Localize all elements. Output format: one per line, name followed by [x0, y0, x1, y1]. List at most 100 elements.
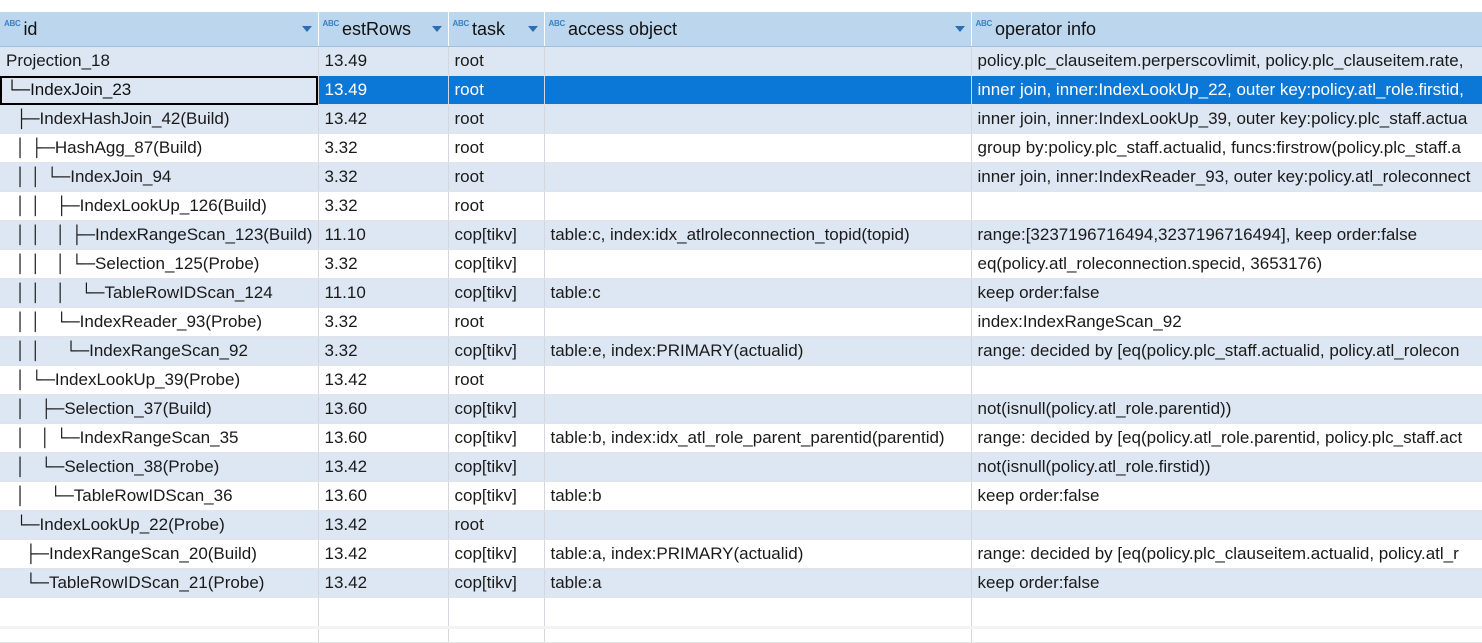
- cell-estrows[interactable]: 13.42: [318, 510, 449, 540]
- cell-estrows[interactable]: 3.32: [318, 162, 449, 192]
- cell-access-object[interactable]: [544, 133, 972, 163]
- cell-access-object[interactable]: table:c: [544, 278, 972, 308]
- cell-access-object[interactable]: [544, 162, 972, 192]
- cell-access-object[interactable]: table:c, index:idx_atlroleconnection_top…: [544, 220, 972, 250]
- cell-operator-info[interactable]: [971, 510, 1482, 540]
- cell-estrows[interactable]: 11.10: [318, 278, 449, 308]
- cell-task[interactable]: cop[tikv]: [448, 539, 545, 569]
- cell-id[interactable]: │ │ └─IndexRangeScan_35: [0, 423, 319, 453]
- cell-operator-info[interactable]: index:IndexRangeScan_92: [971, 307, 1482, 337]
- cell-estrows[interactable]: 13.49: [318, 46, 449, 76]
- cell-id[interactable]: │ ├─HashAgg_87(Build): [0, 133, 319, 163]
- cell-access-object[interactable]: [544, 307, 972, 337]
- cell-access-object[interactable]: table:a: [544, 568, 972, 598]
- cell-task[interactable]: cop[tikv]: [448, 278, 545, 308]
- cell-estrows[interactable]: 3.32: [318, 307, 449, 337]
- cell-estrows[interactable]: 11.10: [318, 220, 449, 250]
- cell-access-object[interactable]: [544, 510, 972, 540]
- cell-task[interactable]: root: [448, 133, 545, 163]
- cell-access-object[interactable]: table:e, index:PRIMARY(actualid): [544, 336, 972, 366]
- cell-id[interactable]: └─IndexJoin_23: [0, 75, 319, 105]
- cell-operator-info[interactable]: inner join, inner:IndexLookUp_39, outer …: [971, 104, 1482, 134]
- cell-estrows[interactable]: 13.42: [318, 539, 449, 569]
- cell-operator-info[interactable]: [971, 191, 1482, 221]
- cell-estrows[interactable]: 13.60: [318, 481, 449, 511]
- cell-operator-info[interactable]: keep order:false: [971, 278, 1482, 308]
- cell-task[interactable]: cop[tikv]: [448, 481, 545, 511]
- cell-task[interactable]: root: [448, 162, 545, 192]
- cell-operator-info[interactable]: policy.plc_clauseitem.perperscovlimit, p…: [971, 46, 1482, 76]
- cell-id[interactable]: │ └─TableRowIDScan_36: [0, 481, 319, 511]
- cell-task[interactable]: root: [448, 46, 545, 76]
- cell-task[interactable]: cop[tikv]: [448, 394, 545, 424]
- cell-access-object[interactable]: [544, 75, 972, 105]
- cell-access-object[interactable]: table:a, index:PRIMARY(actualid): [544, 539, 972, 569]
- cell-task[interactable]: cop[tikv]: [448, 249, 545, 279]
- cell-operator-info[interactable]: not(isnull(policy.atl_role.parentid)): [971, 394, 1482, 424]
- cell-task[interactable]: root: [448, 191, 545, 221]
- cell-task[interactable]: cop[tikv]: [448, 220, 545, 250]
- cell-id[interactable]: └─TableRowIDScan_21(Probe): [0, 568, 319, 598]
- cell-operator-info[interactable]: not(isnull(policy.atl_role.firstid)): [971, 452, 1482, 482]
- cell-id[interactable]: │ └─Selection_38(Probe): [0, 452, 319, 482]
- cell-operator-info[interactable]: eq(policy.atl_roleconnection.specid, 365…: [971, 249, 1482, 279]
- column-header-task[interactable]: ABC task: [448, 12, 545, 47]
- cell-operator-info[interactable]: group by:policy.plc_staff.actualid, func…: [971, 133, 1482, 163]
- cell-operator-info[interactable]: [971, 365, 1482, 395]
- cell-id[interactable]: │ │ └─IndexReader_93(Probe): [0, 307, 319, 337]
- cell-task[interactable]: cop[tikv]: [448, 336, 545, 366]
- cell-access-object[interactable]: table:b, index:idx_atl_role_parent_paren…: [544, 423, 972, 453]
- cell-estrows[interactable]: 13.42: [318, 452, 449, 482]
- cell-access-object[interactable]: [544, 104, 972, 134]
- cell-access-object[interactable]: [544, 46, 972, 76]
- cell-access-object[interactable]: [544, 191, 972, 221]
- cell-id[interactable]: │ └─IndexLookUp_39(Probe): [0, 365, 319, 395]
- cell-estrows[interactable]: 13.49: [318, 75, 449, 105]
- cell-task[interactable]: cop[tikv]: [448, 452, 545, 482]
- dropdown-arrow-icon[interactable]: [954, 26, 965, 32]
- cell-operator-info[interactable]: range:[3237196716494,3237196716494], kee…: [971, 220, 1482, 250]
- cell-operator-info[interactable]: keep order:false: [971, 481, 1482, 511]
- cell-operator-info[interactable]: range: decided by [eq(policy.atl_role.pa…: [971, 423, 1482, 453]
- cell-id[interactable]: │ │ │ ├─IndexRangeScan_123(Build): [0, 220, 319, 250]
- cell-access-object[interactable]: [544, 249, 972, 279]
- column-header-estrows[interactable]: ABC estRows: [318, 12, 449, 47]
- dropdown-arrow-icon[interactable]: [527, 26, 538, 32]
- cell-access-object[interactable]: [544, 394, 972, 424]
- dropdown-arrow-icon[interactable]: [431, 26, 442, 32]
- cell-access-object[interactable]: [544, 365, 972, 395]
- cell-estrows[interactable]: 13.42: [318, 568, 449, 598]
- cell-id[interactable]: │ ├─Selection_37(Build): [0, 394, 319, 424]
- cell-id[interactable]: ├─IndexRangeScan_20(Build): [0, 539, 319, 569]
- cell-id[interactable]: │ │ │ └─TableRowIDScan_124: [0, 278, 319, 308]
- cell-task[interactable]: root: [448, 510, 545, 540]
- cell-task[interactable]: cop[tikv]: [448, 423, 545, 453]
- cell-operator-info[interactable]: range: decided by [eq(policy.plc_clausei…: [971, 539, 1482, 569]
- cell-operator-info[interactable]: inner join, inner:IndexLookUp_22, outer …: [971, 75, 1482, 105]
- cell-operator-info[interactable]: range: decided by [eq(policy.plc_staff.a…: [971, 336, 1482, 366]
- cell-id[interactable]: ├─IndexHashJoin_42(Build): [0, 104, 319, 134]
- cell-id[interactable]: └─IndexLookUp_22(Probe): [0, 510, 319, 540]
- dropdown-arrow-icon[interactable]: [301, 26, 312, 32]
- cell-task[interactable]: cop[tikv]: [448, 568, 545, 598]
- column-header-access-object[interactable]: ABC access object: [544, 12, 972, 47]
- cell-task[interactable]: root: [448, 75, 545, 105]
- cell-id[interactable]: │ │ └─IndexRangeScan_92: [0, 336, 319, 366]
- cell-operator-info[interactable]: keep order:false: [971, 568, 1482, 598]
- cell-estrows[interactable]: 13.42: [318, 104, 449, 134]
- cell-operator-info[interactable]: inner join, inner:IndexReader_93, outer …: [971, 162, 1482, 192]
